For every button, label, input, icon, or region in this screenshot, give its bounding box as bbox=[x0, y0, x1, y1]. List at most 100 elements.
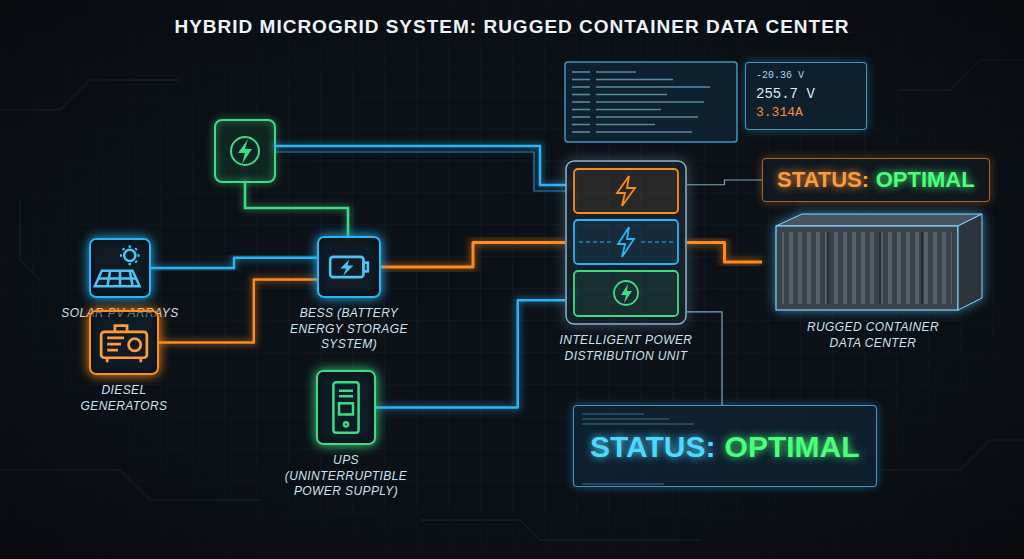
log-panel-part-part bbox=[572, 131, 590, 133]
connector-line bbox=[376, 300, 565, 407]
green-module bbox=[215, 120, 275, 182]
sun-icon-part-part bbox=[120, 246, 140, 266]
status-detail-part bbox=[582, 413, 644, 414]
node-box: -20.36 V255.7 V3.314A bbox=[745, 62, 867, 130]
green-module-part bbox=[238, 139, 252, 164]
gen-icon-part-part bbox=[107, 338, 141, 362]
log-panel bbox=[565, 62, 737, 142]
gen-icon-part bbox=[101, 326, 147, 363]
sun-frame bbox=[89, 238, 151, 298]
status-text: STATUS: bbox=[590, 430, 716, 463]
status-text: STATUS: bbox=[777, 167, 869, 192]
log-panel-part-part bbox=[596, 94, 667, 96]
ups-icon-part-part bbox=[339, 403, 353, 414]
sun-icon-part bbox=[95, 246, 140, 287]
pdu-icon-part bbox=[617, 176, 635, 206]
log-panel-part-part bbox=[572, 79, 590, 81]
connector-line bbox=[687, 243, 762, 263]
log-panel-part-part bbox=[572, 86, 590, 88]
gen-icon bbox=[91, 312, 157, 373]
connector-line bbox=[151, 258, 317, 268]
diagram-title: HYBRID MICROGRID SYSTEM: RUGGED CONTAINE… bbox=[0, 16, 1024, 38]
pdu-icon bbox=[565, 160, 687, 325]
power-connector bbox=[376, 300, 565, 407]
status-detail-part bbox=[582, 423, 694, 424]
log-panel-part bbox=[565, 62, 737, 142]
status-text: OPTIMAL bbox=[725, 430, 860, 463]
gen-frame bbox=[89, 310, 159, 375]
pdu-icon-part bbox=[614, 281, 638, 305]
log-panel-part-part bbox=[596, 116, 698, 118]
node-label: UPS (UNINTERRUPTIBLE POWER SUPPLY) bbox=[282, 453, 410, 500]
box-frame bbox=[762, 212, 984, 312]
pdu-frame bbox=[565, 160, 687, 325]
log-panel-part-part bbox=[572, 101, 590, 103]
pdu-icon-part bbox=[574, 169, 678, 213]
log-panel-part-part bbox=[596, 86, 710, 88]
ups-icon-part bbox=[333, 382, 358, 432]
pdu-icon-part bbox=[574, 271, 678, 316]
ups-icon bbox=[318, 372, 374, 443]
pdu-icon-part bbox=[579, 241, 673, 242]
node-box: DIESEL GENERATORS bbox=[72, 310, 176, 414]
gen-icon-part-part bbox=[129, 339, 141, 351]
box-icon bbox=[762, 212, 984, 312]
power-connector bbox=[151, 258, 317, 268]
node-label: DIESEL GENERATORS bbox=[78, 383, 170, 414]
box-icon-part bbox=[828, 232, 922, 304]
log-panel-part-part bbox=[596, 124, 655, 126]
status-detail-part bbox=[582, 418, 669, 419]
ups-icon-part-part bbox=[344, 422, 348, 426]
ups-icon-part-part bbox=[339, 391, 353, 397]
decoration-part bbox=[245, 146, 565, 236]
green-module-part bbox=[231, 137, 259, 165]
node-box: BESS (BATTERY ENERGY STORAGE SYSTEM) bbox=[270, 236, 428, 353]
log-panel-part-part bbox=[596, 109, 661, 111]
node-label: RUGGED CONTAINER DATA CENTER bbox=[793, 320, 953, 351]
bat-icon-part bbox=[330, 257, 368, 277]
box-icon-part bbox=[776, 214, 982, 226]
status-detail-part bbox=[582, 483, 664, 484]
bat-frame bbox=[317, 236, 381, 298]
log-panel-part-part bbox=[572, 116, 590, 118]
log-panel-part bbox=[572, 72, 710, 132]
log-panel-part-part bbox=[572, 109, 590, 111]
reading-value: -20.36 V bbox=[756, 69, 856, 84]
ups-frame bbox=[316, 370, 376, 445]
pdu-icon-part bbox=[566, 161, 686, 324]
node-box: RUGGED CONTAINER DATA CENTER bbox=[760, 212, 986, 351]
log-panel-part-part bbox=[572, 71, 590, 73]
connector-glow bbox=[381, 243, 565, 268]
node-box: UPS (UNINTERRUPTIBLE POWER SUPPLY) bbox=[270, 370, 422, 500]
box-icon-part bbox=[776, 226, 958, 310]
log-panel-part-part bbox=[596, 101, 704, 103]
connector-glow bbox=[687, 243, 762, 263]
power-connector bbox=[687, 180, 762, 185]
green-module-part bbox=[215, 120, 275, 182]
gen-icon-part-part bbox=[115, 326, 127, 332]
connector-line bbox=[381, 243, 565, 268]
node-label: BESS (BATTERY ENERGY STORAGE SYSTEM) bbox=[287, 306, 412, 353]
pdu-icon-part bbox=[618, 227, 634, 257]
power-connector bbox=[687, 312, 722, 405]
decoration-part-part bbox=[245, 182, 348, 236]
connector-glow bbox=[376, 300, 565, 407]
log-panel-part-part bbox=[572, 124, 590, 126]
green-module-part bbox=[215, 120, 275, 182]
reading-value: 3.314A bbox=[756, 104, 856, 123]
node-box: STATUS:OPTIMAL bbox=[762, 158, 990, 202]
sun-icon-part-part bbox=[95, 271, 140, 286]
decoration-part-part bbox=[245, 182, 348, 236]
bat-icon-part bbox=[340, 260, 353, 276]
box-icon-part bbox=[958, 214, 982, 310]
bat-icon-part-part bbox=[330, 257, 363, 277]
connector-line bbox=[687, 180, 762, 185]
log-panel-part-part bbox=[572, 94, 590, 96]
connector-line bbox=[687, 312, 722, 405]
node-box: STATUS: OPTIMAL bbox=[573, 405, 877, 487]
ups-icon-part-part bbox=[333, 382, 358, 432]
